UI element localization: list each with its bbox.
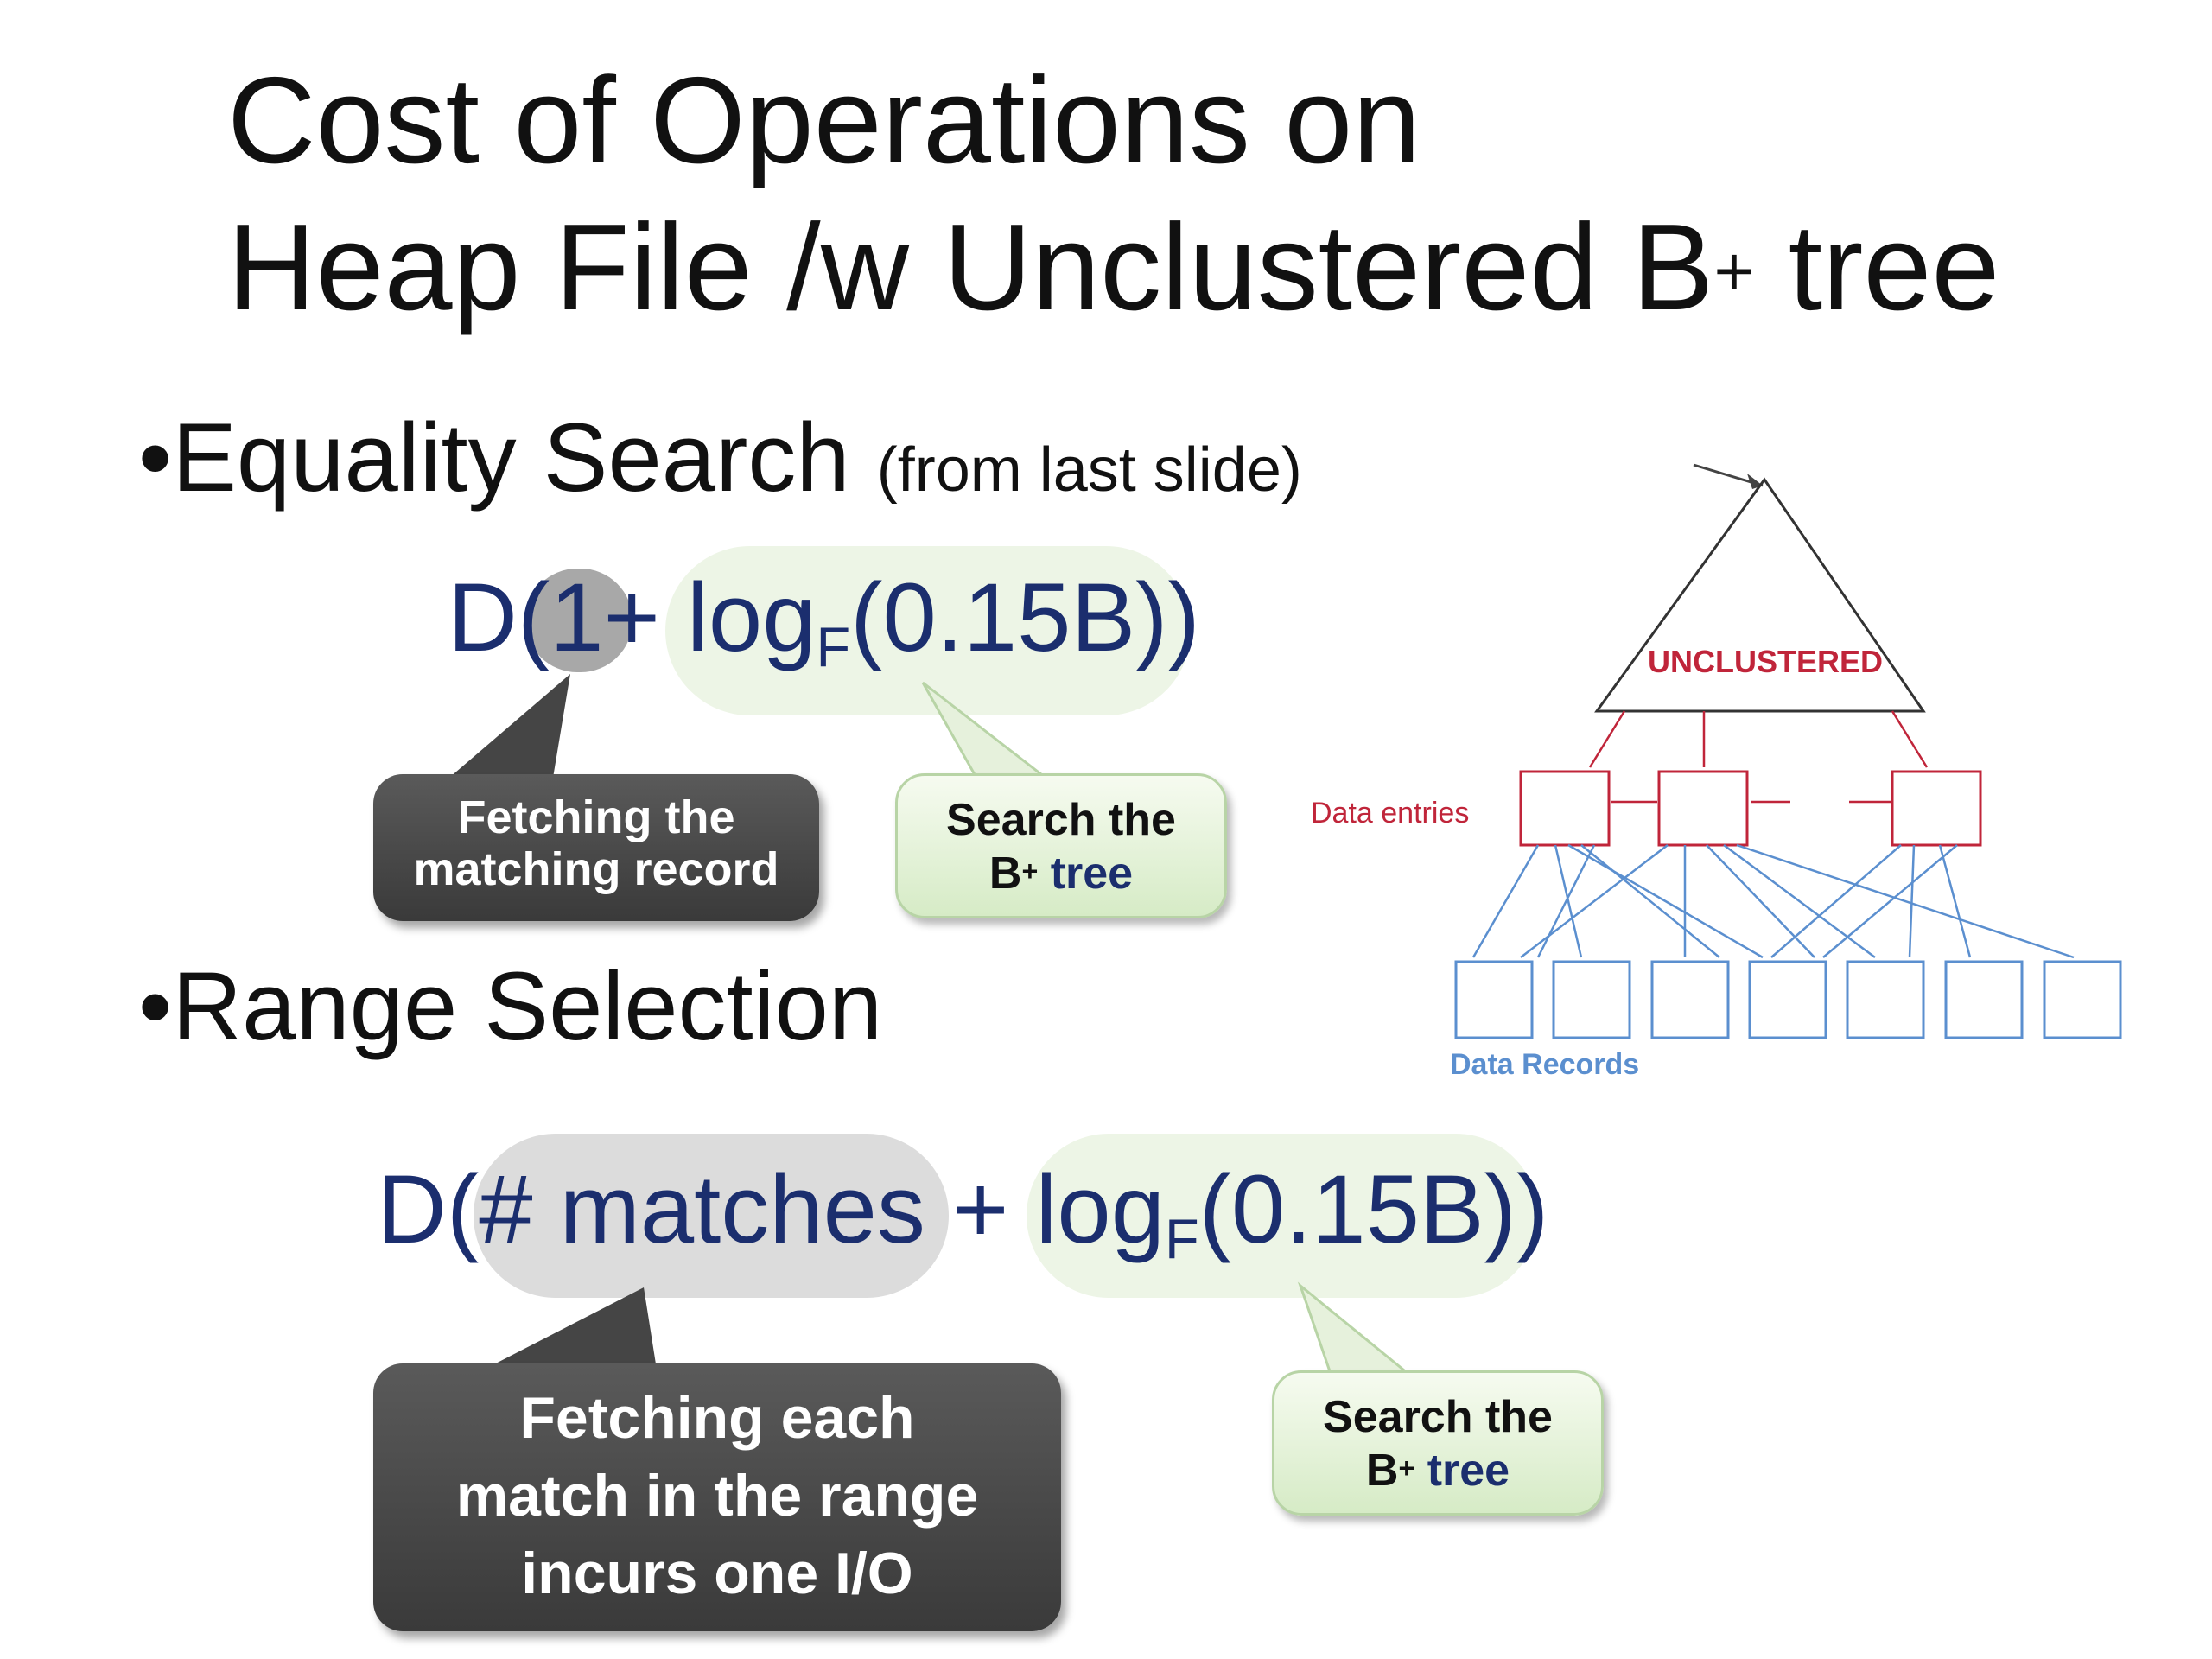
formula-eq-plus: + [603, 563, 688, 671]
formula-eq-log: log [687, 563, 817, 671]
record-arrow [1471, 844, 1540, 958]
callout-fetching-each-match: Fetching each match in the range incurs … [373, 1363, 1061, 1631]
record-arrow [1554, 844, 1583, 958]
callout-fetching-matching-record: Fetching the matching record [373, 774, 819, 921]
formula-range-plus: + [925, 1155, 1036, 1263]
data-entry-page-2 [1657, 770, 1749, 847]
title-line-2-tail: tree [1754, 199, 2000, 336]
callout-search-bplus-tree-eq: Search the B+ tree [895, 773, 1227, 918]
formula-range-log-base: F [1164, 1207, 1199, 1271]
data-entry-page-3 [1891, 770, 1982, 847]
record-arrow [1567, 843, 1764, 959]
data-record-page-7 [2043, 960, 2122, 1039]
formula-range-log: log [1035, 1155, 1165, 1263]
title-line-1: Cost of Operations on [227, 52, 1421, 189]
title-superscript: + [1713, 232, 1755, 309]
callout-search-eq-line2: B+ tree [898, 847, 1224, 900]
callout-search-range-sup: + [1398, 1452, 1415, 1484]
record-arrow [1770, 844, 1902, 958]
unclustered-label: UNCLUSTERED [1648, 644, 1883, 679]
record-arrow [1736, 843, 2075, 959]
callout-tail-fetch-range [484, 1287, 657, 1370]
slide-title: Cost of Operations on Heap File /w Unclu… [227, 48, 1999, 341]
data-entry-page-1 [1519, 770, 1611, 847]
highlight-one [525, 569, 632, 672]
formula-range: D(# matches + logF(0.15B)) [377, 1154, 1549, 1270]
data-record-page-5 [1846, 960, 1925, 1039]
callout-fetch-eq-line2: matching record [413, 843, 779, 895]
callout-tail-search-eq [921, 681, 1050, 779]
bullet-equality-label: •Equality Search [138, 404, 850, 512]
highlight-log-term-range [1027, 1134, 1538, 1298]
callout-search-eq-tree: tree [1038, 849, 1134, 899]
data-record-page-2 [1552, 960, 1631, 1039]
callout-search-range-line1: Search the [1323, 1392, 1553, 1442]
record-arrow [1580, 844, 1720, 958]
formula-eq-log-base: F [816, 615, 851, 679]
callout-fetch-range-line1: Fetching each [519, 1385, 915, 1451]
index-triangle [1594, 477, 1926, 713]
formula-range-matches: # matches [479, 1155, 925, 1263]
record-arrow [1520, 844, 1669, 958]
bullet-equality-search: •Equality Search (from last slide) [138, 402, 1302, 513]
callout-search-eq-line1: Search the [946, 795, 1176, 845]
title-line-2: Heap File /w Unclustered B+ tree [227, 194, 1999, 341]
formula-eq-arg: (0.15B)) [850, 563, 1200, 671]
callout-search-range-b: B [1365, 1446, 1399, 1496]
data-record-page-4 [1748, 960, 1827, 1039]
highlight-matches [474, 1134, 949, 1298]
callout-tail-fetch-eq [449, 674, 570, 778]
bplus-tree-diagram: UNCLUSTERED Data entries Data Records [1311, 463, 2122, 1081]
from-last-slide-note: (from last slide) [876, 435, 1302, 505]
record-arrow [1536, 844, 1596, 958]
data-record-page-3 [1650, 960, 1730, 1039]
record-arrow [1938, 844, 1972, 958]
callout-tail-search-range [1297, 1281, 1413, 1376]
bullet-range-selection: •Range Selection [138, 952, 883, 1060]
data-record-page-6 [1944, 960, 2024, 1039]
callout-search-eq-b: B [988, 849, 1022, 899]
callout-fetch-range-line2: match in the range [455, 1463, 979, 1529]
data-entries-label: Data entries [1311, 797, 1469, 830]
callout-search-eq-sup: + [1021, 855, 1039, 887]
formula-eq-d: D( [448, 563, 550, 671]
callout-search-range-line2: B+ tree [1274, 1444, 1601, 1497]
record-arrow [1706, 844, 1815, 958]
title-line-2-text: Heap File /w Unclustered B [227, 199, 1714, 336]
formula-range-arg: (0.15B)) [1198, 1155, 1549, 1263]
formula-equality: D(1+ logF(0.15B)) [448, 562, 1200, 678]
callout-search-range-tree: tree [1414, 1446, 1510, 1496]
index-arrow-left [1588, 710, 1626, 768]
callout-fetch-eq-line1: Fetching the [457, 791, 735, 843]
formula-eq-one: 1 [550, 563, 604, 671]
data-record-page-1 [1454, 960, 1534, 1039]
callout-search-bplus-tree-range: Search the B+ tree [1272, 1370, 1604, 1516]
record-arrow [1908, 844, 1916, 958]
index-arrow-right [1891, 710, 1929, 768]
callout-fetch-range-line3: incurs one I/O [521, 1541, 913, 1606]
record-arrow [1822, 844, 1958, 958]
data-records-label: Data Records [1450, 1048, 1639, 1081]
record-arrow [1723, 843, 1876, 959]
formula-range-d: D( [377, 1155, 480, 1263]
